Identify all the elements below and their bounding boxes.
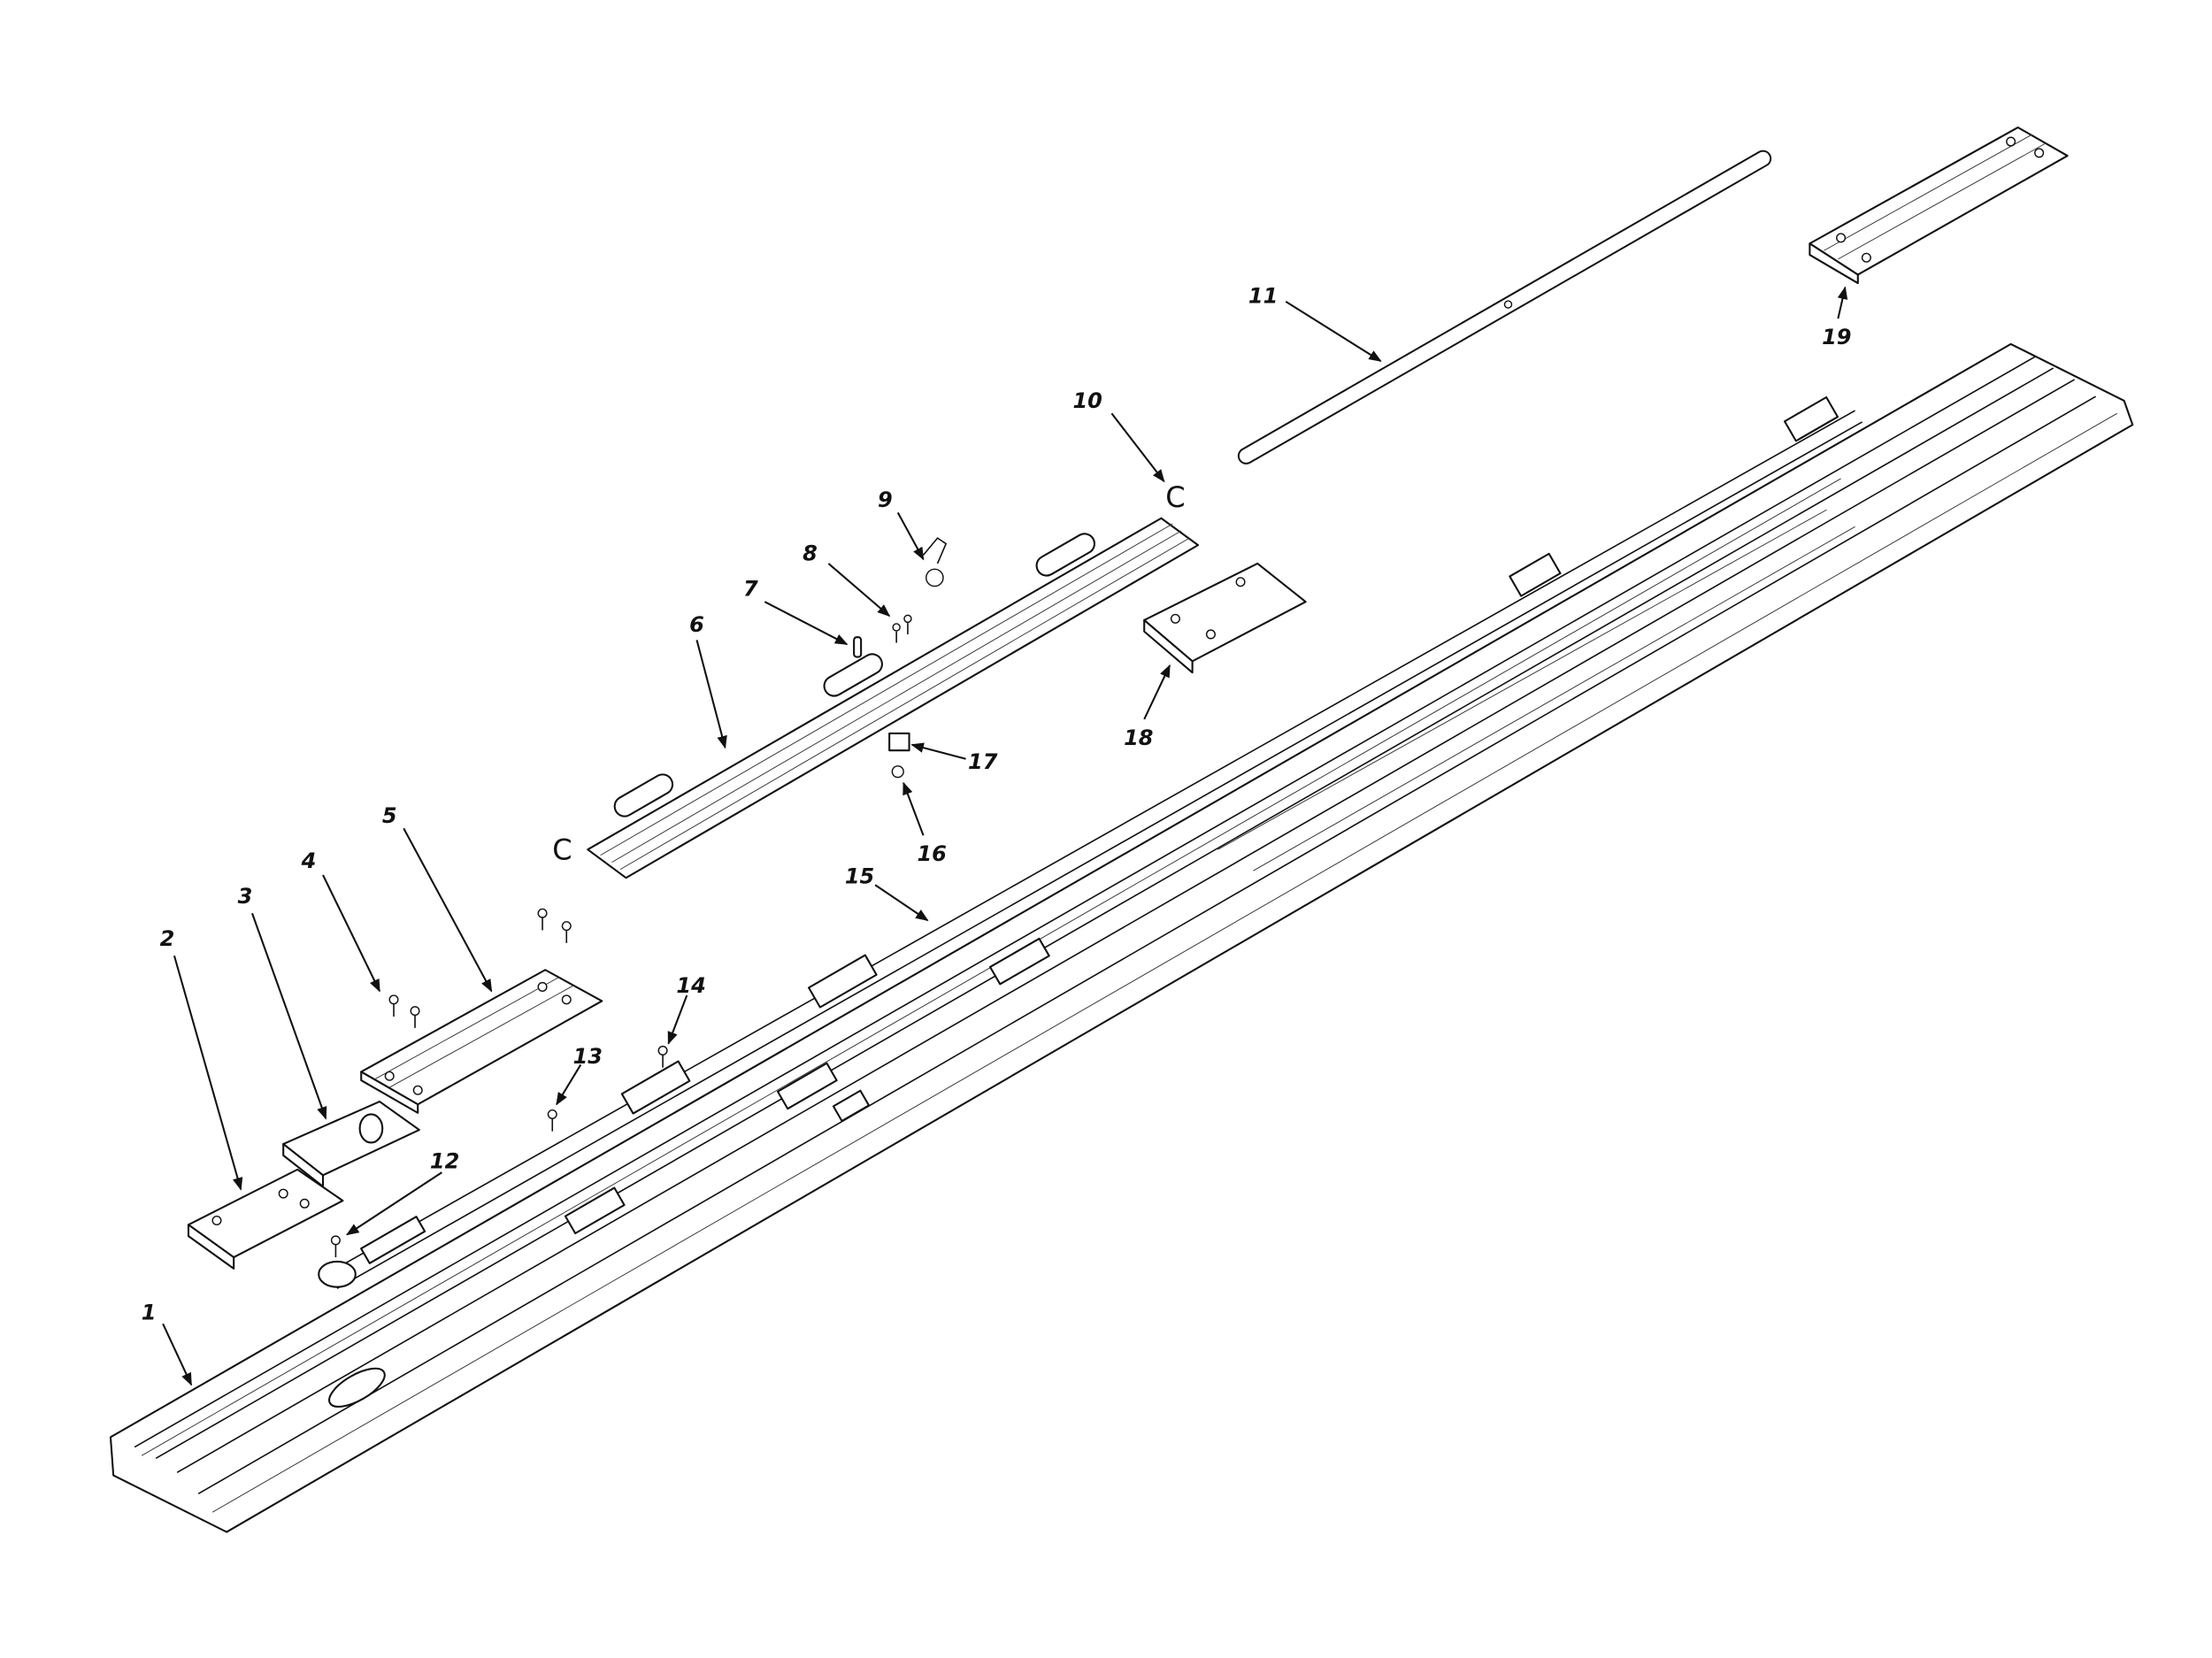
label-3: 3 — [238, 884, 253, 909]
bracket-part-17 — [888, 732, 910, 752]
clip-left: C — [552, 833, 572, 866]
label-19: 19 — [1822, 325, 1851, 349]
plate-part-5 — [360, 969, 603, 1114]
plate-part-2 — [187, 1168, 344, 1270]
label-9: 9 — [878, 487, 893, 512]
label-14: 14 — [676, 973, 705, 998]
label-18: 18 — [1124, 725, 1153, 750]
part-labels: 1 2 3 4 5 6 7 8 9 10 11 12 13 14 15 16 1… — [142, 283, 1852, 1324]
drive-bar-part-15 — [318, 395, 1863, 1290]
cover-plate-part-6 — [587, 517, 1200, 879]
rod-part-11 — [1237, 150, 1772, 464]
clip-right: C — [1165, 480, 1185, 514]
label-11: 11 — [1248, 283, 1278, 308]
leader-arrows — [162, 286, 1848, 1386]
label-16: 16 — [917, 841, 946, 866]
label-13: 13 — [573, 1044, 603, 1069]
label-2: 2 — [160, 926, 175, 951]
label-4: 4 — [301, 848, 317, 873]
screws — [330, 537, 948, 1258]
main-rail-part-1 — [109, 342, 2134, 1533]
nut-part-16 — [891, 765, 904, 779]
label-6: 6 — [689, 612, 704, 637]
label-8: 8 — [803, 541, 818, 566]
end-plate-part-19 — [1809, 126, 2069, 285]
label-7: 7 — [743, 577, 758, 602]
label-1: 1 — [142, 1301, 157, 1325]
label-17: 17 — [968, 749, 998, 774]
spring-part-9 — [922, 537, 948, 564]
label-15: 15 — [845, 864, 874, 889]
plate-part-18 — [1143, 562, 1307, 674]
label-12: 12 — [430, 1148, 459, 1173]
label-10: 10 — [1072, 388, 1102, 413]
label-5: 5 — [382, 803, 397, 828]
plate-part-3 — [282, 1101, 420, 1188]
